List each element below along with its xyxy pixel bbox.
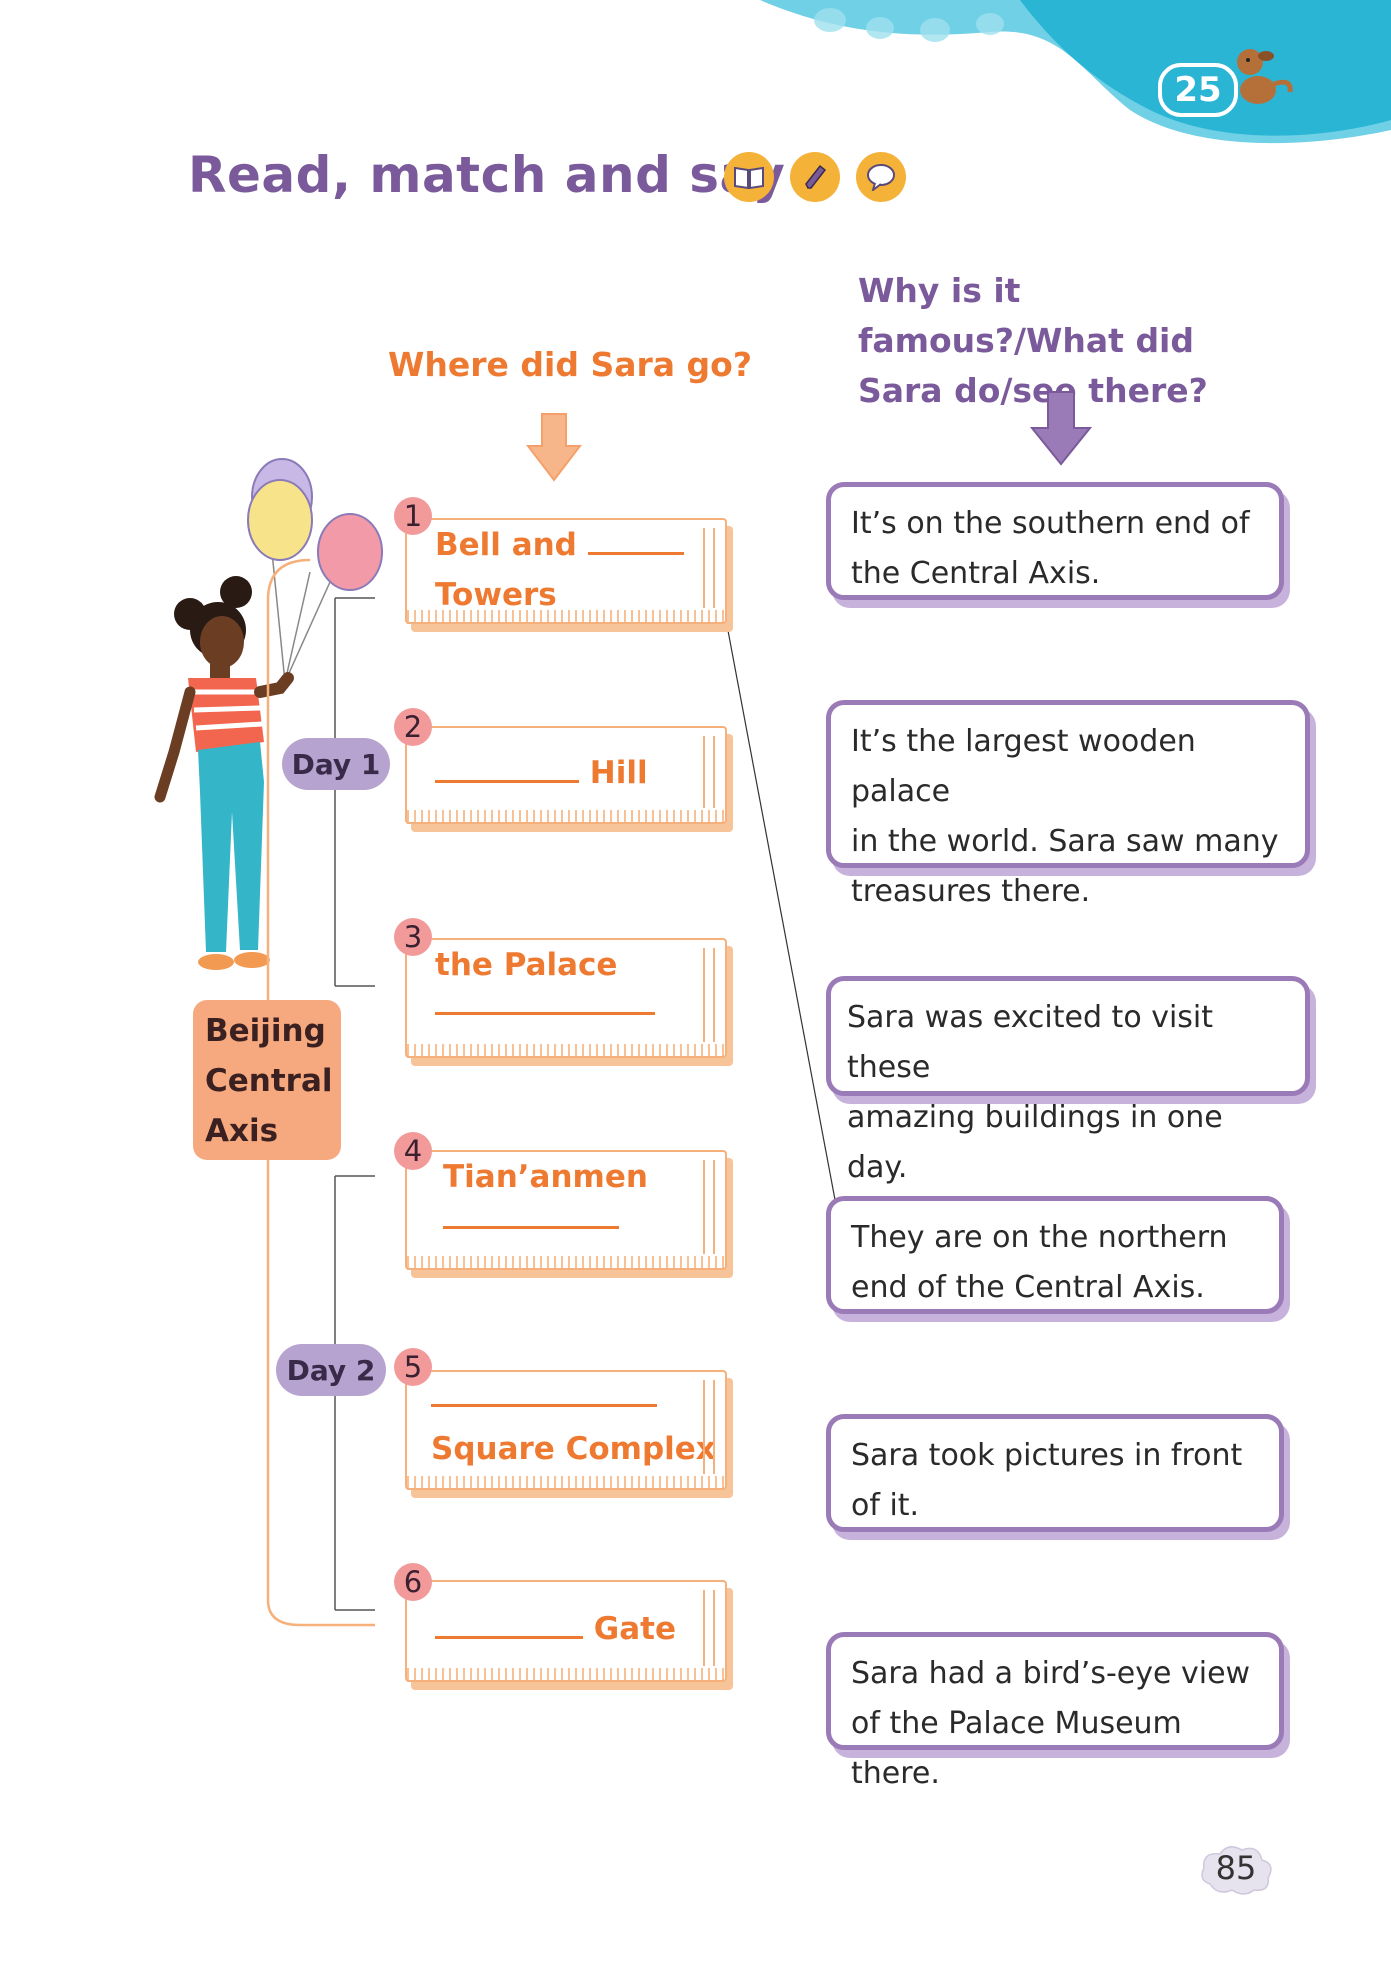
pencil-icon bbox=[790, 152, 840, 202]
page-title: Read, match and say bbox=[188, 146, 786, 204]
left-column-heading: Where did Sara go? bbox=[388, 345, 752, 384]
right-column-heading: Why is it famous?/What did Sara do/see t… bbox=[858, 271, 1208, 410]
item-number-2: 2 bbox=[394, 708, 432, 746]
beijing-central-axis-label: Beijing Central Axis bbox=[193, 1000, 341, 1160]
item-number-4: 4 bbox=[394, 1132, 432, 1170]
dog-mascot-icon bbox=[1237, 49, 1293, 104]
fact-box-4[interactable]: They are on the northern end of the Cent… bbox=[826, 1196, 1284, 1314]
answer-blank[interactable] bbox=[431, 1378, 657, 1407]
girl-with-balloons-illustration bbox=[154, 458, 383, 970]
answer-blank[interactable] bbox=[443, 1200, 619, 1229]
fact-box-2[interactable]: It’s the largest wooden palace in the wo… bbox=[826, 700, 1310, 909]
answer-blank[interactable] bbox=[435, 986, 655, 1015]
item-number-5: 5 bbox=[394, 1348, 432, 1386]
fact-box-5[interactable]: Sara took pictures in front of it. bbox=[826, 1414, 1284, 1532]
book-icon bbox=[724, 152, 774, 202]
speech-bubble-icon bbox=[856, 152, 906, 202]
place-box-2[interactable]: Hill bbox=[405, 726, 727, 824]
place-box-3[interactable]: the Palace bbox=[405, 938, 727, 1058]
place-box-6[interactable]: Gate bbox=[405, 1580, 727, 1682]
place-box-5[interactable]: Square Complex bbox=[405, 1370, 727, 1490]
unit-number-badge: 25 bbox=[1158, 63, 1238, 117]
fact-box-3[interactable]: Sara was excited to visit these amazing … bbox=[826, 976, 1310, 1185]
place-box-1[interactable]: Bell and Towers bbox=[405, 518, 727, 624]
fact-box-1[interactable]: It’s on the southern end of the Central … bbox=[826, 482, 1284, 600]
item-number-6: 6 bbox=[394, 1563, 432, 1601]
answer-blank[interactable] bbox=[587, 526, 684, 555]
down-arrow-icon bbox=[1030, 391, 1092, 466]
day-1-label: Day 1 bbox=[282, 738, 390, 790]
answer-blank[interactable] bbox=[435, 1610, 583, 1639]
page-number: 85 bbox=[1215, 1849, 1257, 1887]
item-number-1: 1 bbox=[394, 497, 432, 535]
answer-blank[interactable] bbox=[435, 754, 579, 783]
place-box-4[interactable]: Tian’anmen bbox=[405, 1150, 727, 1270]
page-number-cloud-icon bbox=[1201, 1846, 1272, 1895]
down-arrow-icon bbox=[526, 413, 582, 482]
day-2-label: Day 2 bbox=[276, 1344, 386, 1396]
item-number-3: 3 bbox=[394, 918, 432, 956]
fact-box-6[interactable]: Sara had a bird’s-eye view of the Palace… bbox=[826, 1632, 1284, 1791]
